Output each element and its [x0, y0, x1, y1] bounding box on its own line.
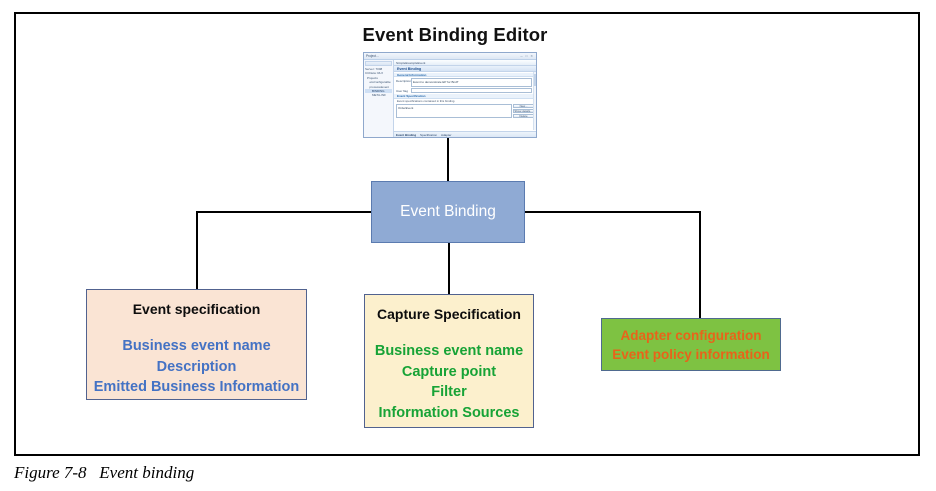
- project-explorer-server-label: Server: 7008: [365, 67, 383, 71]
- list-item: Emitted Business Information: [93, 379, 300, 395]
- tree-item-meta-inf[interactable]: META-INF: [372, 93, 386, 98]
- editor-panel: SimpleExampleEvent Event Binding General…: [394, 60, 536, 137]
- connector-bus-left: [196, 211, 372, 213]
- screenshot-left-tab-label: Project...: [366, 54, 379, 58]
- connector-screenshot-to-event-binding: [447, 138, 449, 181]
- connector-to-event-specification: [196, 211, 198, 290]
- tab-adapter[interactable]: Adapter: [440, 133, 452, 137]
- connector-bus-right: [525, 211, 700, 213]
- event-specification-note: Event specifications contained in this b…: [397, 99, 456, 104]
- general-information-header-label: General Information: [397, 72, 427, 77]
- figure-caption: Figure 7-8 Event binding: [14, 463, 195, 482]
- project-explorer-filter-label: CCDeta: RLX: [365, 71, 384, 76]
- project-explorer-toolbar: [365, 61, 392, 66]
- list-item: Description: [156, 358, 237, 375]
- project-explorer-panel: Server: 7008 CCDeta: RLX Projects etc/co…: [364, 60, 394, 137]
- editor-scrollbar[interactable]: [533, 72, 536, 130]
- list-item: Adapter configuration: [620, 327, 762, 343]
- event-specification-buttons: New... Show details... Delete: [513, 104, 534, 119]
- userflag-field-row: User flag: [396, 88, 534, 93]
- editor-document-tab[interactable]: SimpleExampleEvent: [394, 60, 536, 66]
- editor-section-header-label: Event Binding: [397, 66, 422, 71]
- editor-bottom-tabs: Event Binding Specification Adapter: [394, 131, 536, 137]
- event-specification-list[interactable]: OrderEvent: [396, 104, 512, 119]
- list-item: Information Sources: [378, 404, 520, 421]
- description-input[interactable]: Event to demonstrate EP for BndT: [411, 78, 532, 88]
- tree-item-etc-configurable[interactable]: etc/configurable: [369, 80, 391, 85]
- tree-item-binding[interactable]: BINDING: [365, 89, 392, 94]
- description-field-row: Description Event to demonstrate EP for …: [396, 78, 534, 88]
- list-item: Capture point: [401, 363, 497, 380]
- tab-event-binding[interactable]: Event Binding: [396, 133, 417, 137]
- editor-scrollbar-thumb[interactable]: [534, 74, 536, 86]
- list-item: Business event name: [122, 338, 271, 354]
- node-capture-specification-title: Capture Specification: [377, 306, 521, 322]
- screenshot-titlebar: Project... ─ □ ✕: [364, 53, 536, 60]
- connector-to-capture-specification: [448, 243, 450, 295]
- show-details-button[interactable]: Show details...: [513, 109, 534, 114]
- description-label: Description: [396, 78, 412, 83]
- node-event-specification[interactable]: Event specification Business event name …: [86, 289, 307, 400]
- node-capture-specification-items: Business event name Capture point Filter…: [365, 341, 533, 423]
- node-event-specification-items: Business event name Description Emitted …: [87, 336, 306, 398]
- userflag-input[interactable]: [411, 88, 532, 93]
- tree-item-processdevent[interactable]: processdevent: [369, 84, 390, 89]
- event-specification-header-label: Event Specification: [397, 93, 426, 98]
- list-item: Event policy information: [612, 346, 770, 362]
- node-adapter-configuration[interactable]: Adapter configuration Event policy infor…: [601, 318, 781, 371]
- node-adapter-items: Adapter configuration Event policy infor…: [612, 326, 770, 364]
- event-binding-editor-screenshot: Project... ─ □ ✕ Server: 7008 CCDeta: RL…: [363, 52, 537, 138]
- tree-item-projects[interactable]: Projects: [367, 75, 378, 80]
- tab-specification[interactable]: Specification: [420, 133, 438, 137]
- node-event-specification-title: Event specification: [132, 301, 261, 317]
- node-event-binding-title: Event Binding: [400, 203, 496, 220]
- editor-section-header: Event Binding: [394, 65, 536, 72]
- delete-button[interactable]: Delete: [513, 114, 534, 119]
- userflag-label: User flag: [396, 88, 409, 93]
- list-item[interactable]: OrderEvent: [398, 105, 414, 110]
- page-title: Event Binding Editor: [362, 24, 548, 45]
- list-item: Filter: [431, 384, 467, 400]
- node-capture-specification[interactable]: Capture Specification Business event nam…: [364, 294, 534, 428]
- general-information-header[interactable]: General Information: [394, 72, 536, 78]
- event-specification-header[interactable]: Event Specification: [394, 93, 536, 99]
- window-controls-icon[interactable]: ─ □ ✕: [520, 54, 534, 58]
- list-item: Business event name: [374, 343, 524, 359]
- diagram-canvas: Event Binding Editor Project... ─ □ ✕ Se…: [86, 24, 781, 428]
- node-event-binding[interactable]: Event Binding: [371, 181, 525, 243]
- description-input-value: Event to demonstrate EP for BndT: [413, 79, 459, 84]
- connector-to-adapter: [699, 211, 701, 319]
- event-specification-list-area: OrderEvent New... Show details... Delete: [396, 104, 534, 119]
- editor-document-tab-label: SimpleExampleEvent: [396, 60, 426, 65]
- new-button[interactable]: New...: [513, 104, 534, 109]
